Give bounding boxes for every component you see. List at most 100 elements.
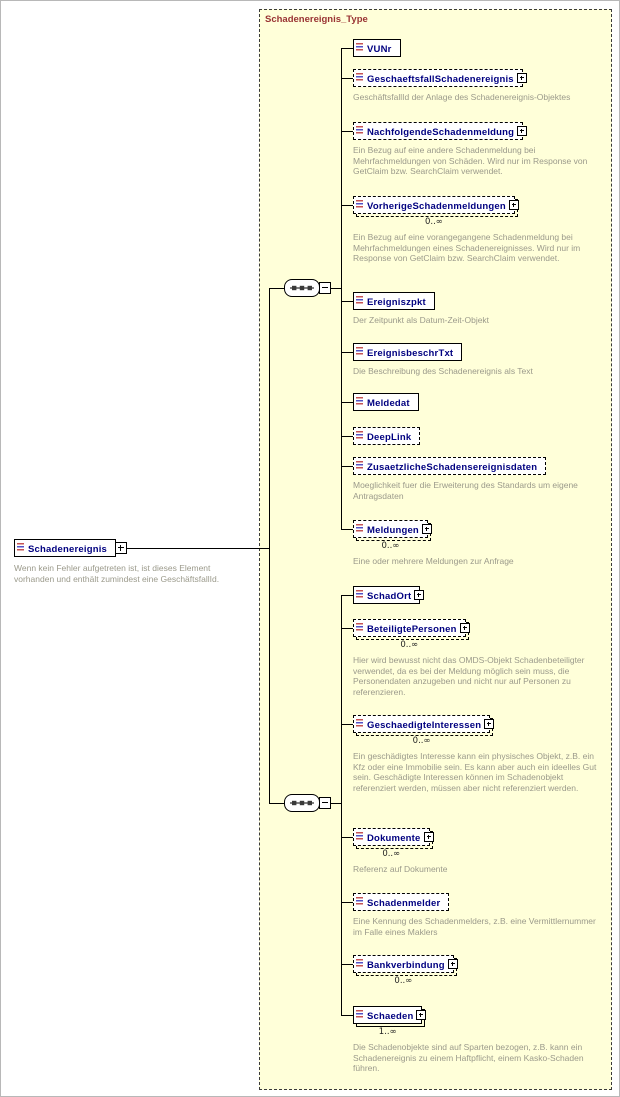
- element-icon: [17, 543, 24, 552]
- element-label: Schaeden: [367, 1011, 414, 1022]
- element-icon: [356, 397, 363, 406]
- connector-line: [341, 628, 353, 629]
- collapse-toggle[interactable]: [319, 282, 331, 294]
- expand-toggle[interactable]: [447, 959, 458, 969]
- element-icon: [356, 296, 363, 305]
- element-icon: [356, 431, 363, 440]
- element-label: NachfolgendeSchadenmeldung: [367, 127, 515, 138]
- element-node-dokumente: Dokumente 0..∞: [353, 828, 434, 859]
- element-box-nachfolgendeschadenmeldung[interactable]: NachfolgendeSchadenmeldung: [353, 122, 528, 140]
- occurrence-label: 0..∞: [381, 541, 400, 551]
- element-node-schadenmelder: Schadenmelder: [353, 893, 450, 911]
- expand-toggle[interactable]: [459, 623, 470, 633]
- element-node-deeplink: DeepLink: [353, 427, 421, 445]
- collapse-toggle[interactable]: [319, 797, 331, 809]
- expand-toggle[interactable]: [423, 832, 434, 842]
- element-icon: [356, 832, 363, 841]
- element-node-geschaedigteinteressen: GeschaedigteInteressen 0..∞: [353, 715, 495, 746]
- root-element-box[interactable]: Schadenereignis: [14, 539, 128, 557]
- occurrence-label: 0..∞: [382, 849, 401, 859]
- element-box-geschaeftsfallschadenereignis[interactable]: GeschaeftsfallSchadenereignis: [353, 69, 527, 87]
- expand-toggle[interactable]: [516, 73, 527, 83]
- element-label: Meldedat: [367, 398, 410, 409]
- element-box-meldedat[interactable]: Meldedat: [353, 393, 419, 411]
- element-label: Schadenmelder: [367, 898, 441, 909]
- element-node-ereigniszpkt: Ereigniszpkt: [353, 292, 435, 310]
- expand-toggle[interactable]: [517, 126, 528, 136]
- connector-line: [341, 436, 353, 437]
- element-annotation: Referenz auf Dokumente: [353, 864, 448, 874]
- element-icon: [356, 623, 363, 632]
- element-box-meldungen[interactable]: Meldungen: [353, 520, 432, 538]
- element-box-vorherigeschadenmeldungen[interactable]: VorherigeSchadenmeldungen: [353, 196, 519, 214]
- connector-line: [341, 301, 353, 302]
- sequence-compositor[interactable]: [284, 279, 320, 297]
- element-box-schaeden[interactable]: Schaeden: [353, 1006, 427, 1024]
- occurrence-label: 0..∞: [425, 217, 443, 227]
- element-label: VUNr: [367, 44, 392, 55]
- element-node-ereignisbeschrtxt: EreignisbeschrTxt: [353, 343, 463, 361]
- element-label: GeschaedigteInteressen: [367, 720, 482, 731]
- root-element-node: Schadenereignis Wenn kein Fehler aufgetr…: [14, 539, 219, 584]
- element-node-vorherigeschadenmeldungen: VorherigeSchadenmeldungen 0..∞: [353, 196, 519, 227]
- connector-line: [341, 466, 353, 467]
- element-box-bankverbindung[interactable]: Bankverbindung: [353, 955, 458, 973]
- element-icon: [356, 719, 363, 728]
- expand-toggle[interactable]: [421, 524, 432, 534]
- expand-toggle[interactable]: [414, 590, 425, 600]
- element-box-zusaetzlicheschadensereignisdaten[interactable]: ZusaetzlicheSchadensereignisdaten: [353, 457, 547, 475]
- element-label: Ereigniszpkt: [367, 297, 426, 308]
- connector-line: [341, 48, 353, 49]
- element-label: EreignisbeschrTxt: [367, 348, 454, 359]
- element-box-geschaedigteinteressen[interactable]: GeschaedigteInteressen: [353, 715, 495, 733]
- connector-line: [341, 902, 353, 903]
- expand-toggle[interactable]: [484, 719, 495, 729]
- element-icon: [356, 347, 363, 356]
- element-box-beteiligtepersonen[interactable]: BeteiligtePersonen: [353, 619, 470, 637]
- element-icon: [356, 897, 363, 906]
- element-node-schadort: SchadOrt: [353, 586, 425, 604]
- sequence-icon: [290, 800, 314, 806]
- connector-line: [341, 402, 353, 403]
- expand-toggle[interactable]: [115, 542, 128, 554]
- expand-toggle[interactable]: [508, 200, 519, 210]
- element-icon: [356, 959, 363, 968]
- occurrence-label: 0..∞: [412, 736, 431, 746]
- element-icon: [356, 200, 363, 209]
- element-annotation: Die Schadenobjekte sind auf Sparten bezo…: [353, 1042, 584, 1073]
- connector-line: [341, 529, 353, 530]
- expand-toggle[interactable]: [416, 1010, 427, 1020]
- element-annotation: Die Beschreibung des Schadenereignis als…: [353, 366, 533, 376]
- element-box-ereigniszpkt[interactable]: Ereigniszpkt: [353, 292, 435, 310]
- complex-type-label: Schadenereignis_Type: [265, 14, 368, 25]
- element-box-schadenmelder[interactable]: Schadenmelder: [353, 893, 450, 911]
- connector-line: [341, 352, 353, 353]
- connector-line: [127, 548, 269, 549]
- element-annotation: Moeglichkeit fuer die Erweiterung des St…: [353, 480, 578, 501]
- element-label: DeepLink: [367, 432, 412, 443]
- occurrence-label: 0..∞: [400, 640, 419, 650]
- connector-line: [341, 131, 353, 132]
- element-annotation: GeschäftsfallId der Anlage des Schadener…: [353, 92, 571, 102]
- element-box-deeplink[interactable]: DeepLink: [353, 427, 421, 445]
- element-label: Meldungen: [367, 525, 419, 536]
- element-icon: [356, 43, 363, 52]
- connector-line: [331, 803, 341, 804]
- connector-line: [341, 48, 342, 530]
- element-box-ereignisbeschrtxt[interactable]: EreignisbeschrTxt: [353, 343, 463, 361]
- element-node-zusaetzlicheschadensereignisdaten: ZusaetzlicheSchadensereignisdaten: [353, 457, 547, 475]
- element-box-schadort[interactable]: SchadOrt: [353, 586, 425, 604]
- connector-line: [341, 724, 353, 725]
- element-box-dokumente[interactable]: Dokumente: [353, 828, 434, 846]
- element-box-vunr[interactable]: VUNr: [353, 39, 401, 57]
- connector-line: [331, 288, 341, 289]
- element-label: BeteiligtePersonen: [367, 624, 457, 635]
- root-annotation: Wenn kein Fehler aufgetreten ist, ist di…: [14, 563, 220, 584]
- element-label: GeschaeftsfallSchadenereignis: [367, 74, 514, 85]
- connector-line: [269, 288, 270, 804]
- sequence-compositor[interactable]: [284, 794, 320, 812]
- connector-line: [341, 837, 353, 838]
